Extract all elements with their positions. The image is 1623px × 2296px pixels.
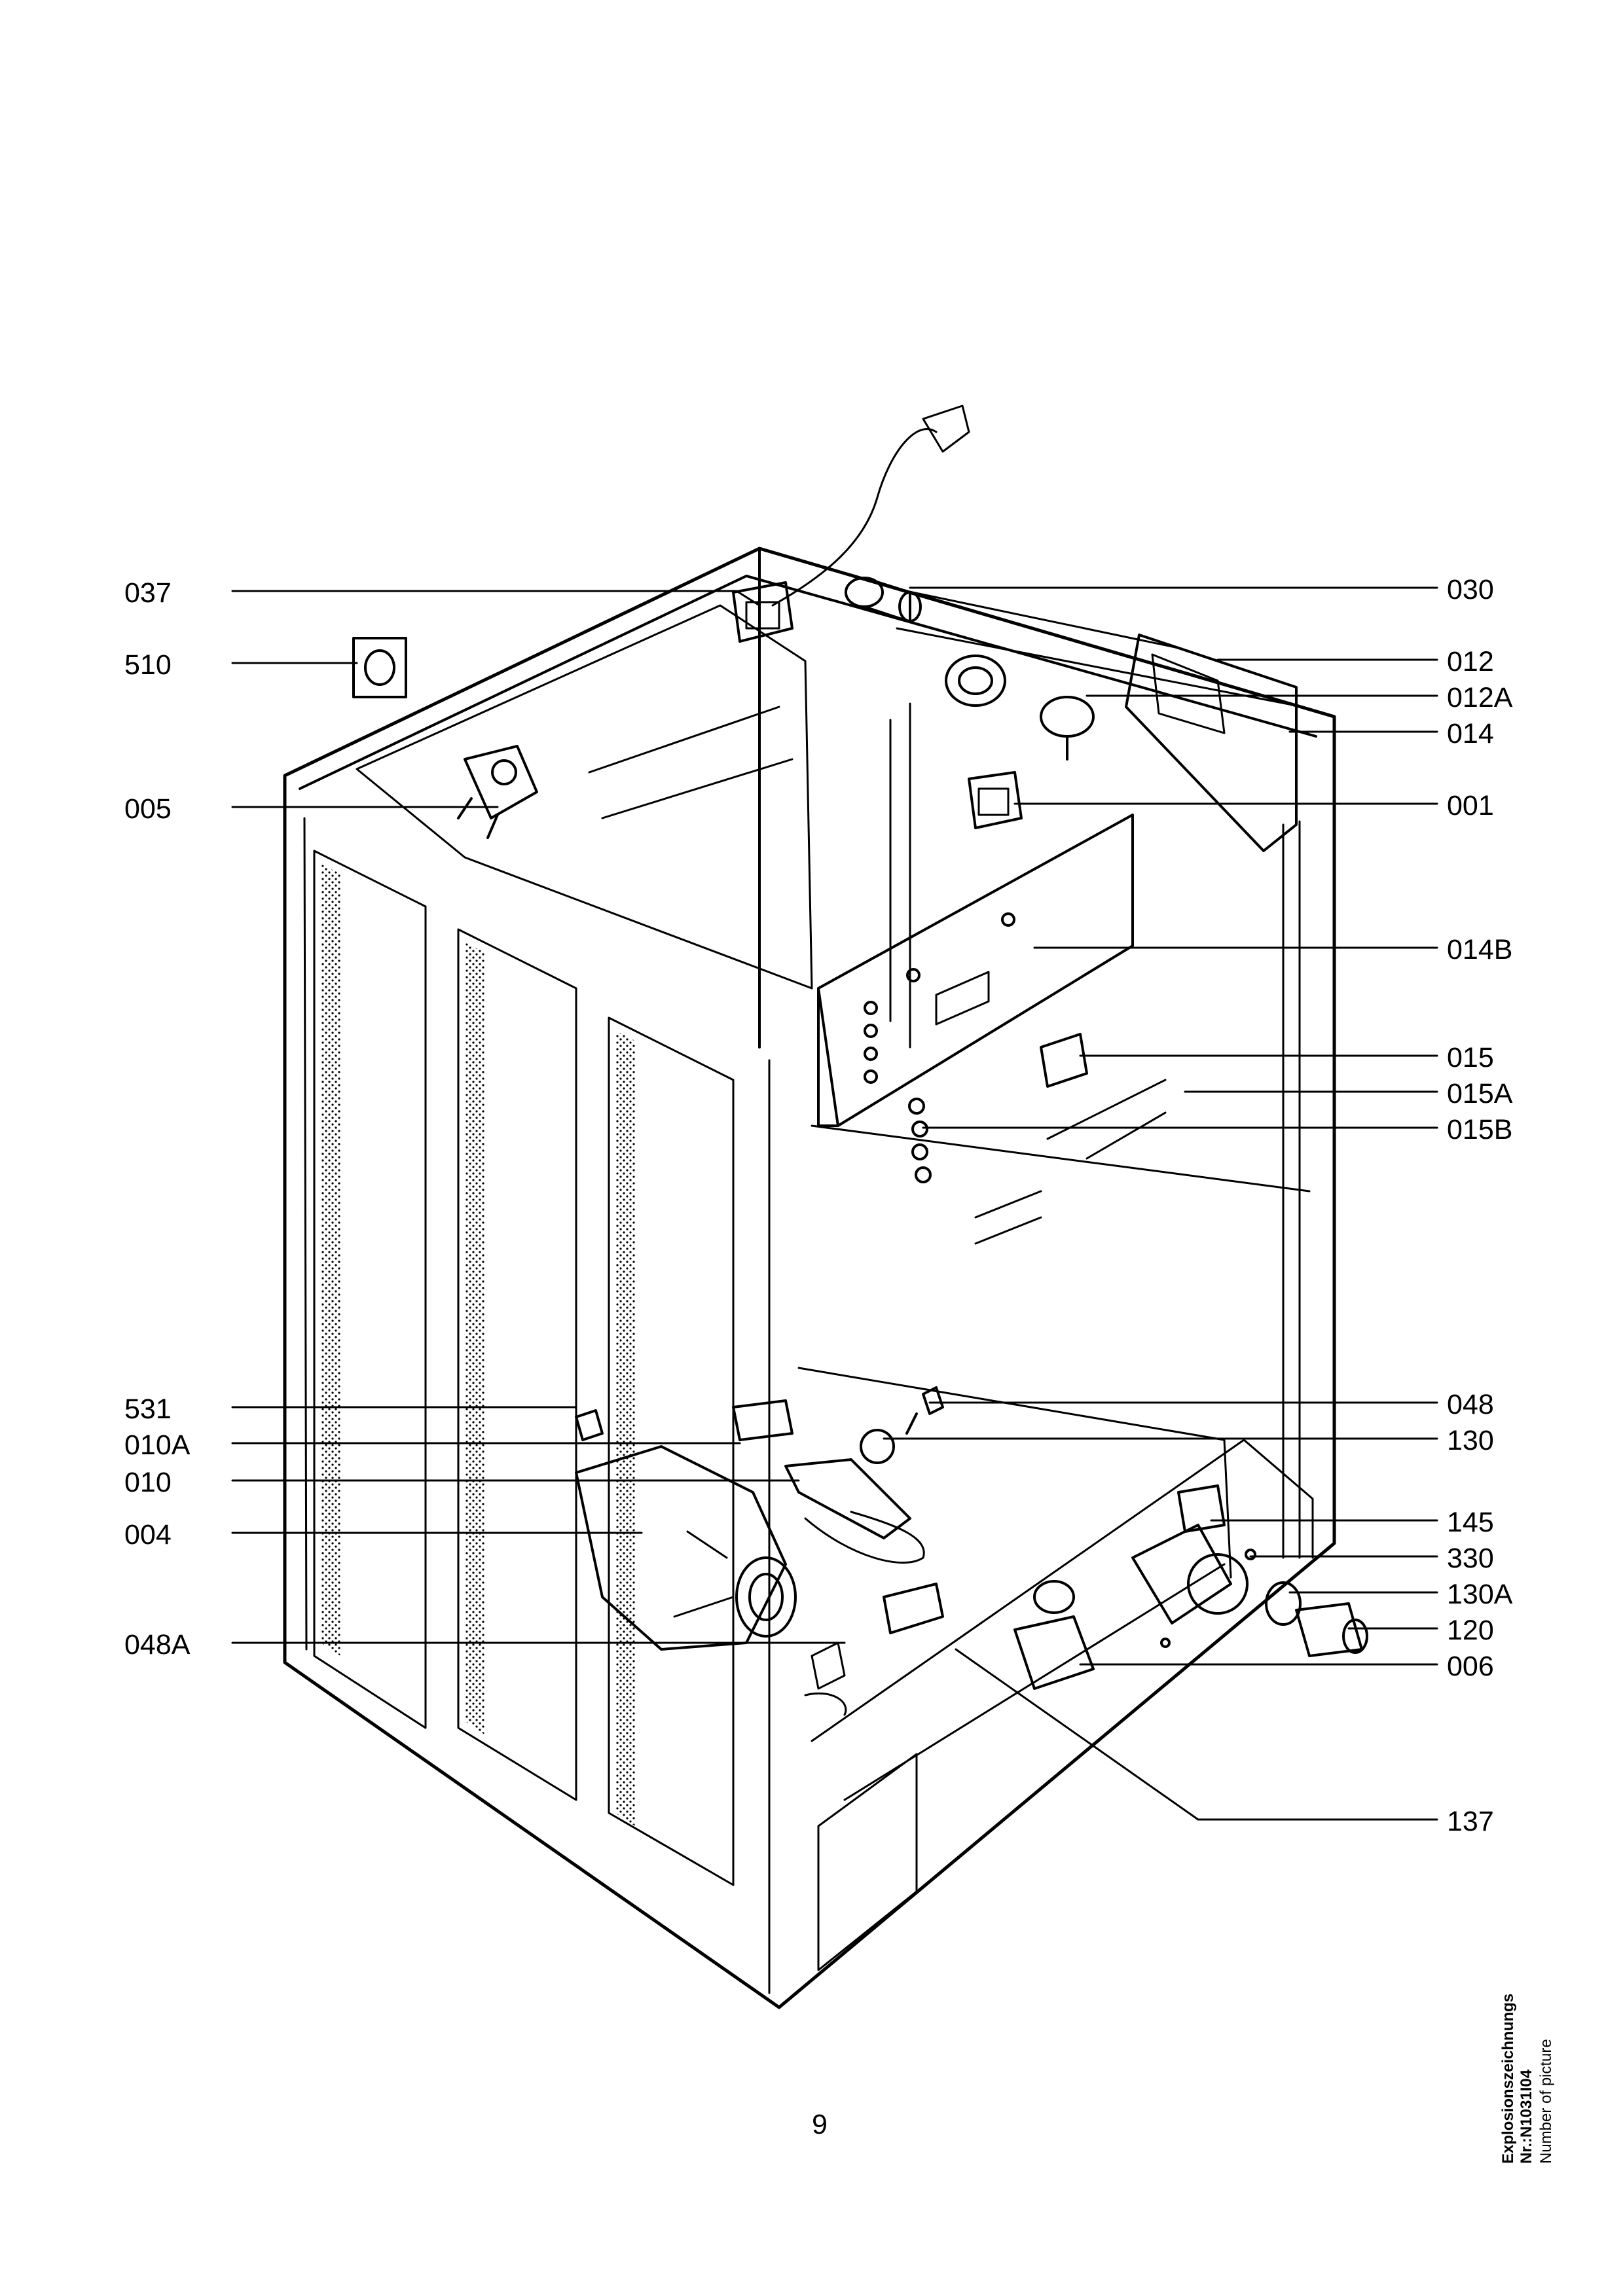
callout-130A: 130A	[1447, 1579, 1513, 1610]
callout-012: 012	[1447, 646, 1494, 677]
callout-030: 030	[1447, 574, 1494, 605]
picture-number-subtitle: Number of picture	[1537, 2039, 1555, 2164]
callout-510: 510	[124, 649, 172, 681]
callout-004: 004	[124, 1519, 172, 1551]
callout-130: 130	[1447, 1425, 1494, 1456]
cabinet-frame	[283, 547, 1336, 2009]
callout-015A: 015A	[1447, 1078, 1513, 1109]
callout-048A: 048A	[124, 1629, 191, 1660]
callout-531: 531	[124, 1393, 172, 1425]
pressure-switches	[945, 655, 1095, 761]
callout-120: 120	[1447, 1615, 1494, 1646]
callout-015B: 015B	[1447, 1114, 1513, 1145]
mains-cable	[732, 404, 970, 643]
callout-001: 001	[1447, 790, 1494, 821]
inlet-valve	[352, 637, 538, 839]
callout-005: 005	[124, 793, 172, 825]
callout-037: 037	[124, 577, 172, 609]
picture-number-caption: Explosionszeichnungs Nr.:N1031I04 Number…	[1499, 1902, 1578, 2164]
picture-number-label: Explosionszeichnungs Nr.:N1031I04	[1499, 1993, 1535, 2164]
callout-330: 330	[1447, 1543, 1494, 1574]
callout-137: 137	[1447, 1806, 1494, 1837]
leader-lines	[231, 586, 1438, 1821]
bottom-components	[804, 1386, 1368, 1716]
callout-012A: 012A	[1447, 682, 1513, 713]
callout-014: 014	[1447, 718, 1494, 749]
callout-006: 006	[1447, 1651, 1494, 1682]
callout-048: 048	[1447, 1389, 1494, 1420]
motor-assembly	[575, 1399, 925, 1651]
control-panel	[817, 814, 1167, 1245]
callout-014B: 014B	[1447, 934, 1513, 965]
side-panel-recesses	[313, 850, 735, 1886]
callout-010: 010	[124, 1467, 172, 1498]
page-number: 9	[812, 2109, 828, 2140]
callout-010A: 010A	[124, 1429, 191, 1461]
callout-015: 015	[1447, 1042, 1494, 1073]
callout-145: 145	[1447, 1507, 1494, 1538]
capacitor	[845, 577, 922, 623]
cabinet-top-opening	[356, 588, 1304, 990]
